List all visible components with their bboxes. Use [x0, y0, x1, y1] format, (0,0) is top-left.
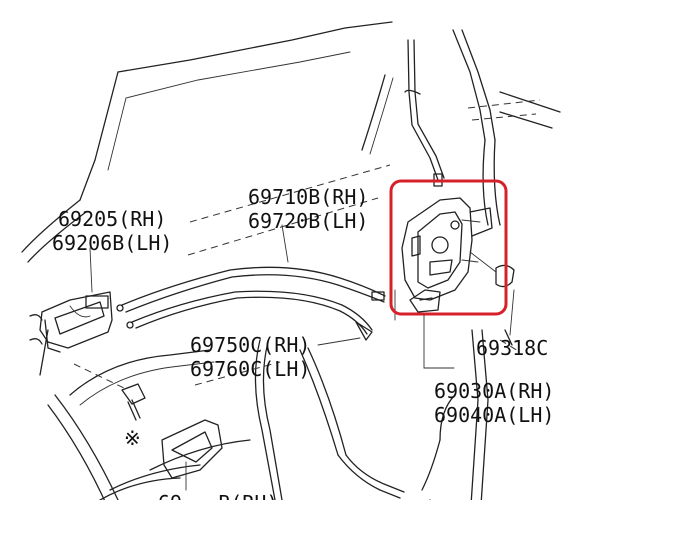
outside-handle [29, 291, 113, 353]
door-body-outline [21, 21, 561, 541]
label-lock-cable-rh: 69710B(RH) [248, 185, 368, 209]
dashed-guide-lines [187, 99, 541, 386]
label-lock-cover: 69318C [476, 336, 548, 360]
label-lock-cable-lh: 69720B(LH) [248, 209, 368, 233]
label-door-lock-rh: 69030A(RH) [434, 379, 554, 403]
bolt-mark: ※ [124, 426, 141, 450]
door-lock-assembly [401, 197, 493, 313]
bolt [73, 363, 146, 421]
label-outside-handle-rh: 69205(RH) [58, 207, 166, 231]
label-open-cable-rh: 69750C(RH) [190, 333, 310, 357]
label-door-lock-lh: 69040A(LH) [434, 403, 554, 427]
highlight-box [389, 179, 508, 316]
label-outside-handle-lh: 69206B(LH) [52, 231, 172, 255]
lock-cover [469, 251, 515, 288]
label-open-cable-lh: 69760C(LH) [190, 357, 310, 381]
inside-handle-bezel [161, 419, 223, 491]
lock-rod [404, 39, 445, 187]
leader-lines [89, 224, 515, 369]
cables [116, 266, 386, 341]
